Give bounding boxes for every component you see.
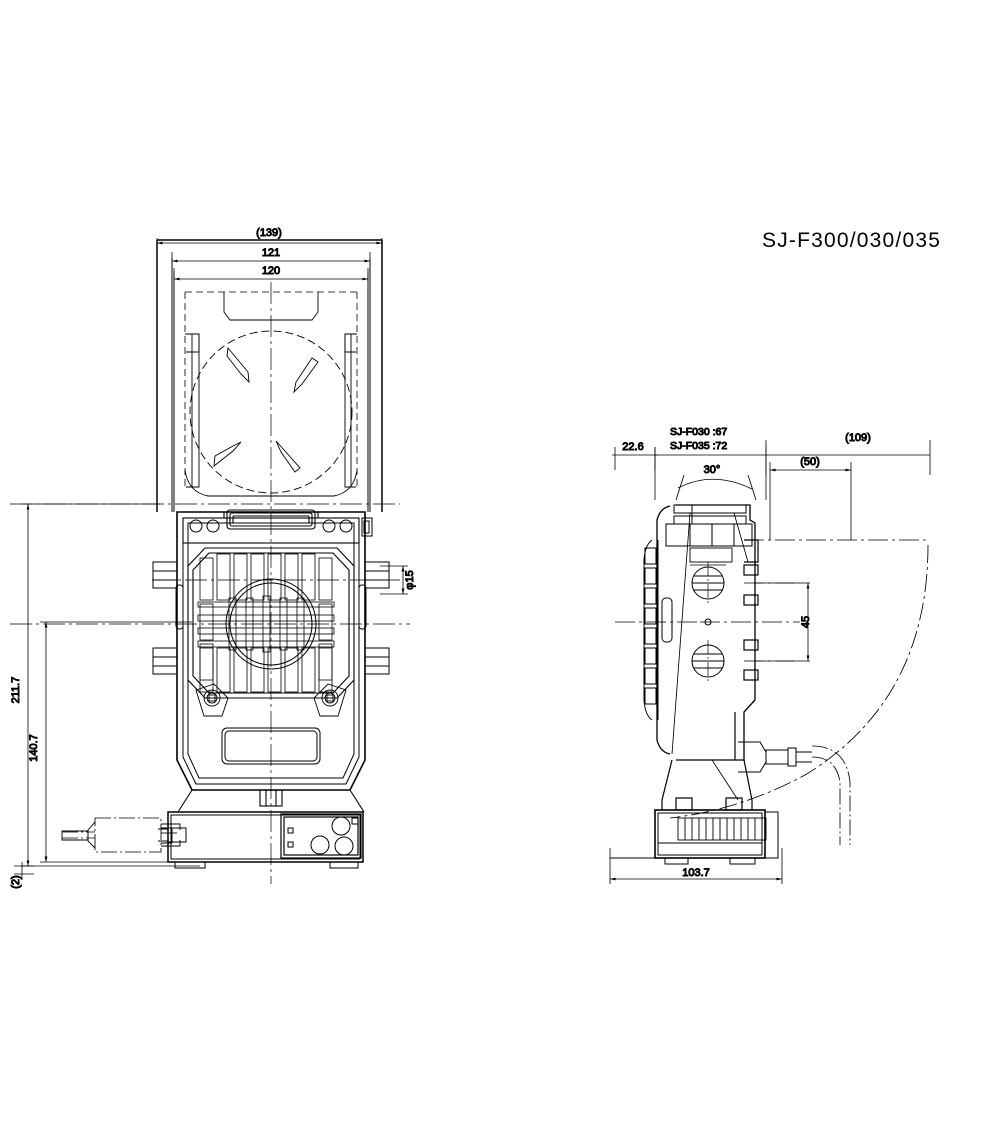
front-handle-assembly xyxy=(182,509,360,544)
side-tilt-angle-arc xyxy=(675,474,757,501)
dim-swing-ref: (109) xyxy=(845,432,871,444)
front-right-side-tab xyxy=(361,517,373,537)
dim-hole-diameter: φ15 xyxy=(404,570,416,589)
side-tilt-swing-arc xyxy=(669,544,929,819)
side-base-vent-grille xyxy=(677,817,767,841)
dim-width-121: 121 xyxy=(262,247,280,259)
front-inner-slots xyxy=(175,584,367,630)
front-upper-housing-inner xyxy=(171,258,371,512)
dim-overall-width-ref: (139) xyxy=(256,227,282,239)
side-base-block xyxy=(654,809,766,859)
dim-base-clearance: (2) xyxy=(10,875,22,888)
dim-height-45: 45 xyxy=(800,616,812,628)
front-nameplate xyxy=(221,727,321,765)
front-power-cable xyxy=(158,827,187,843)
side-housing-top-slats xyxy=(665,504,753,547)
front-handle-vent-holes xyxy=(189,519,353,533)
front-upper-housing xyxy=(156,239,383,512)
dim-depth-front: 22.6 xyxy=(622,441,643,453)
side-right-stepped-body xyxy=(734,539,759,760)
side-cable-outlet xyxy=(738,741,812,773)
side-body-slot xyxy=(661,597,673,643)
front-grille-hub xyxy=(225,578,317,670)
front-view-group: (139) 121 120 211.7 140.7 (2) φ15 xyxy=(10,227,417,890)
dim-height-mid: 140.7 xyxy=(28,734,40,762)
dim-model-035-depth: SJ-F035 :72 xyxy=(670,440,727,452)
dim-model-030-depth: SJ-F030 :67 xyxy=(670,426,727,438)
side-fan-guard-ribs xyxy=(643,539,659,721)
dim-tilt-angle: 30° xyxy=(704,464,721,476)
side-bottom-dimension xyxy=(609,848,783,884)
side-top-dimensions xyxy=(612,440,931,540)
front-grille-slats xyxy=(199,553,333,693)
front-grille-panel xyxy=(187,547,355,699)
front-grille-crossbars xyxy=(197,595,335,653)
front-base-block-inner xyxy=(168,814,363,869)
drawing-title: SJ-F300/030/035 xyxy=(762,229,941,252)
front-grille-screws xyxy=(195,683,347,717)
dim-height-overall: 211.7 xyxy=(10,677,22,704)
side-centerlines xyxy=(615,539,930,662)
front-control-panel xyxy=(280,813,362,859)
side-nameplate xyxy=(689,547,733,563)
front-plug-body xyxy=(61,821,181,849)
side-internal-guides xyxy=(671,512,749,801)
side-view-group: 22.6 SJ-F030 :67 SJ-F035 :72 (109) (50) … xyxy=(609,426,931,884)
impeller-blades xyxy=(213,346,319,473)
front-power-plug-phantom xyxy=(62,817,178,853)
front-pedestal-neck xyxy=(177,789,365,813)
dim-width-120: 120 xyxy=(262,265,280,277)
dim-offset-ref: (50) xyxy=(800,456,820,468)
dim-base-width: 103.7 xyxy=(682,867,710,879)
fan-shroud-rails xyxy=(185,333,357,488)
fan-shroud-outline xyxy=(184,291,358,490)
side-housing-profile xyxy=(656,504,756,761)
side-cable-phantom xyxy=(811,745,851,845)
side-base-block-inner xyxy=(610,811,779,865)
front-control-knobs xyxy=(287,816,359,856)
front-mounting-lugs xyxy=(152,561,390,675)
front-phi15-dimension xyxy=(380,565,408,595)
